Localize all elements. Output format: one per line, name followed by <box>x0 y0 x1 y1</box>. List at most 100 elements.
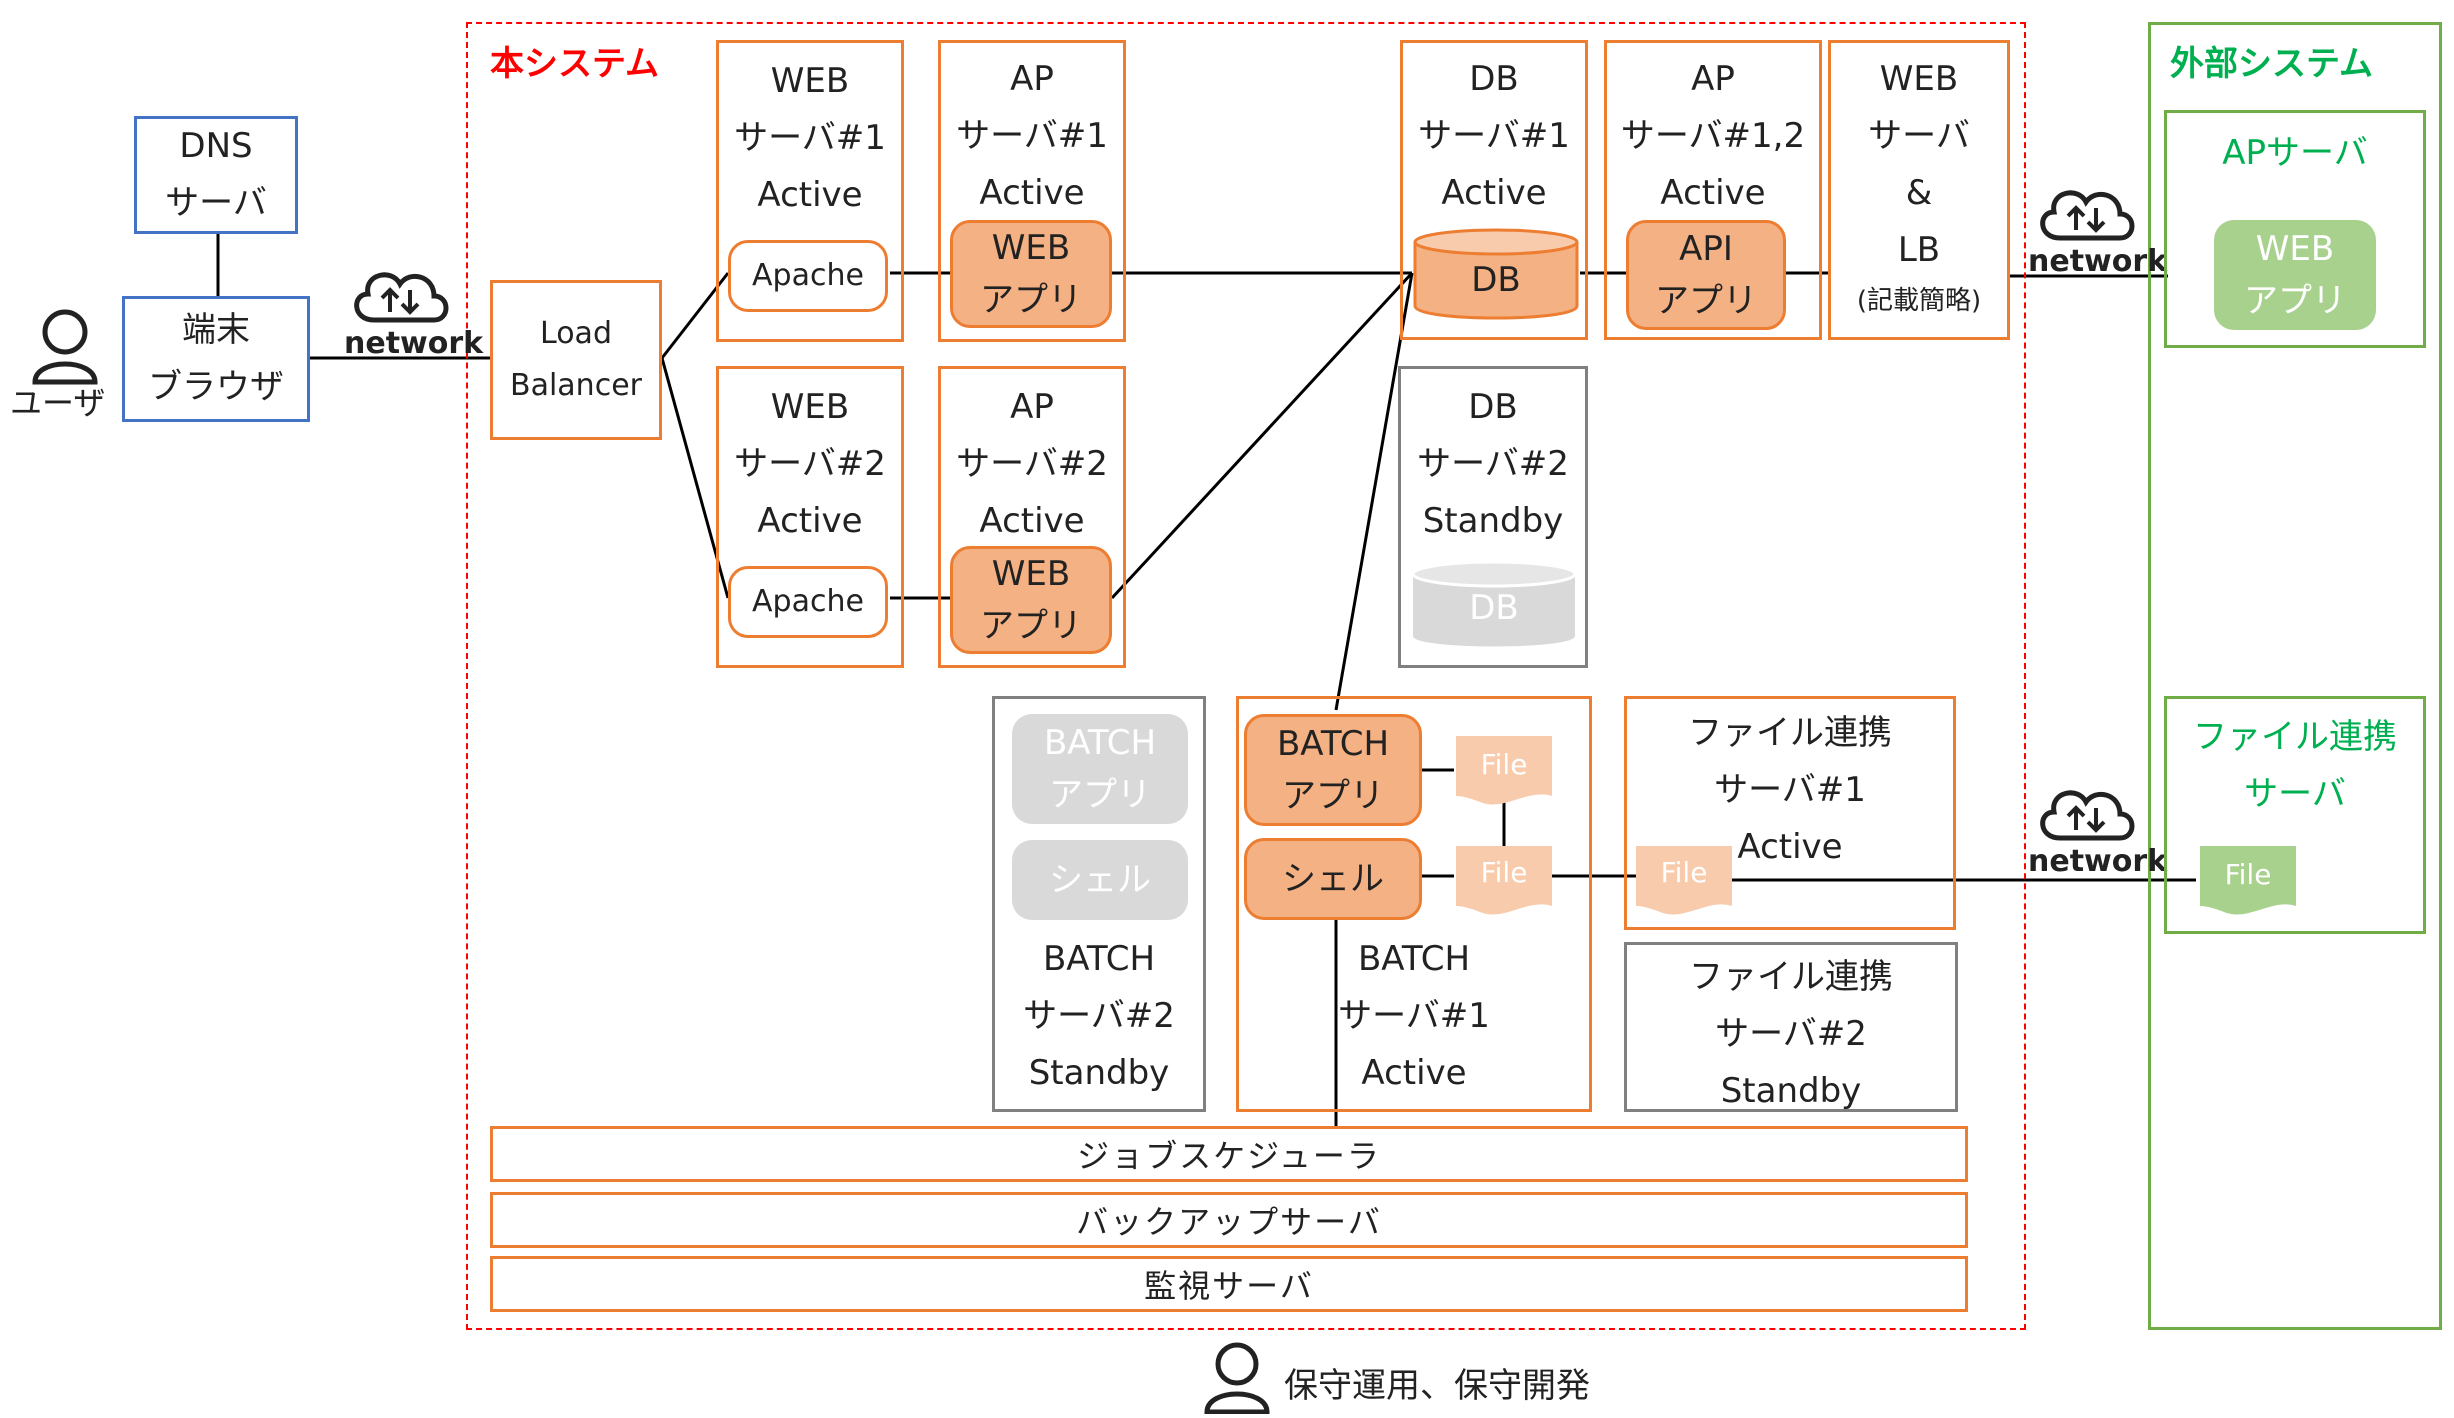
batch2-label-2: サーバ#2 <box>1023 996 1175 1036</box>
dns-label-1: DNS <box>179 126 253 166</box>
dns-label-2: サーバ <box>165 183 267 223</box>
external-system-title: 外部システム <box>2170 44 2373 84</box>
main-system-title: 本システム <box>490 44 659 84</box>
weblb-label-4: LB <box>1897 230 1941 270</box>
apache-2: Apache <box>728 566 888 638</box>
terminal-label-2: ブラウザ <box>148 367 284 407</box>
filelink1-file: File <box>1660 855 1708 889</box>
ap2-label-3: Active <box>979 501 1085 541</box>
external-web-app: WEB アプリ <box>2214 220 2376 330</box>
batch-app-2: BATCH アプリ <box>1012 714 1188 824</box>
ext-filelink-label-1: ファイル連携 <box>2193 717 2397 757</box>
webapp2-label-2: アプリ <box>980 606 1082 646</box>
file-document-icon <box>1456 846 1552 918</box>
batch1-label-3: Active <box>1361 1053 1467 1093</box>
webapp1-label-1: WEB <box>991 228 1071 268</box>
web-lb-server: WEB サーバ & LB (記載簡略) <box>1828 40 2010 340</box>
network-label-2: network <box>2028 244 2168 279</box>
batch-server-1: BATCH サーバ#1 Active <box>1236 696 1592 1112</box>
network-label-1: network <box>344 326 484 361</box>
db2-label-3: Standby <box>1422 501 1564 541</box>
external-file-link-server: ファイル連携 サーバ <box>2164 696 2426 934</box>
api-app: API アプリ <box>1626 220 1786 330</box>
apapi-label-2: サーバ#1,2 <box>1620 116 1806 156</box>
db1-label-3: Active <box>1441 173 1547 213</box>
batch1-label-2: サーバ#1 <box>1338 996 1490 1036</box>
apache2-label: Apache <box>752 584 864 619</box>
terminal-browser: 端末 ブラウザ <box>122 296 310 422</box>
file-document-icon <box>1636 846 1732 918</box>
file-link-server-1: ファイル連携 サーバ#1 Active <box>1624 696 1956 930</box>
web-app-2: WEB アプリ <box>950 546 1112 654</box>
network-label-3: network <box>2028 844 2168 879</box>
user-icon <box>30 306 100 386</box>
filelink1-label-2: サーバ#1 <box>1714 770 1866 810</box>
filelink2-label-2: サーバ#2 <box>1715 1014 1867 1054</box>
batchapp1-label-2: アプリ <box>1282 776 1384 816</box>
file-link-server-2: ファイル連携 サーバ#2 Standby <box>1624 942 1958 1112</box>
batch-db1-line <box>1334 272 1414 711</box>
batchapp2-label-1: BATCH <box>1043 723 1157 763</box>
filelink1-label-1: ファイル連携 <box>1688 713 1892 753</box>
external-system-boundary <box>2148 22 2442 1330</box>
lb-label-1: Load <box>540 316 612 351</box>
maintainer-icon <box>1202 1340 1272 1415</box>
db2-label-1: DB <box>1468 387 1518 427</box>
web2-label-2: サーバ#2 <box>734 444 886 484</box>
ext-filelink-file: File <box>2224 857 2272 891</box>
shell2-label: シェル <box>1049 859 1151 900</box>
cloud-network-icon <box>2032 780 2142 850</box>
cloud-network-icon <box>2032 180 2142 250</box>
ap2-label-2: サーバ#2 <box>956 444 1108 484</box>
file-document-icon <box>2200 846 2296 918</box>
apache1-label: Apache <box>752 258 864 293</box>
apapi-label-3: Active <box>1660 173 1766 213</box>
db-server-2: DB サーバ#2 Standby <box>1398 366 1588 668</box>
weblb-label-3: & <box>1905 173 1933 213</box>
file-document-icon <box>1456 736 1552 808</box>
web2-label-3: Active <box>757 501 863 541</box>
job-scheduler-bar: ジョブスケジューラ <box>490 1126 1968 1182</box>
ap1-label-1: AP <box>1010 59 1054 99</box>
lb-label-2: Balancer <box>510 368 642 403</box>
webapp2-label-1: WEB <box>991 554 1071 594</box>
web1-label-3: Active <box>757 175 863 215</box>
batch-file-b: File <box>1480 855 1528 889</box>
backup-server-bar: バックアップサーバ <box>490 1192 1968 1248</box>
webapp2-db1-line <box>1110 271 1414 600</box>
batchapp1-label-1: BATCH <box>1276 724 1390 764</box>
ap-api-server: AP サーバ#1,2 Active <box>1604 40 1822 340</box>
web-server-1: WEB サーバ#1 Active <box>716 40 904 342</box>
webapp1-label-2: アプリ <box>980 280 1082 320</box>
main-system-boundary <box>466 22 2026 1330</box>
db2-label-2: サーバ#2 <box>1417 444 1569 484</box>
batch2-label-1: BATCH <box>1042 939 1156 979</box>
db1-db-label: DB <box>1471 260 1521 300</box>
database-icon <box>1412 228 1580 322</box>
ap1-label-3: Active <box>979 173 1085 213</box>
shell-2: シェル <box>1012 840 1188 920</box>
shell1-label: シェル <box>1282 858 1384 899</box>
batchapp2-label-2: アプリ <box>1049 775 1151 815</box>
filelink2-label-1: ファイル連携 <box>1689 957 1893 997</box>
weblb-label-2: サーバ <box>1868 116 1970 156</box>
shell-1: シェル <box>1244 838 1422 920</box>
ext-filelink-label-2: サーバ <box>2244 774 2346 814</box>
weblb-label-1: WEB <box>1879 59 1959 99</box>
apache-1: Apache <box>728 240 888 312</box>
web1-label-1: WEB <box>770 61 850 101</box>
batch-app-1: BATCH アプリ <box>1244 714 1422 826</box>
ap2-label-1: AP <box>1010 387 1054 427</box>
maintenance-label: 保守運用、保守開発 <box>1284 1366 1590 1406</box>
dns-server: DNS サーバ <box>134 116 298 234</box>
web-server-2: WEB サーバ#2 Active <box>716 366 904 668</box>
apiapp-label-1: API <box>1679 229 1733 269</box>
db1-label-2: サーバ#1 <box>1418 116 1570 156</box>
apiapp-label-2: アプリ <box>1655 281 1757 321</box>
batch2-label-3: Standby <box>1028 1053 1170 1093</box>
load-balancer: Load Balancer <box>490 280 662 440</box>
external-ap-server: APサーバ <box>2164 110 2426 348</box>
cloud-network-icon <box>346 262 456 332</box>
monitor-server-bar: 監視サーバ <box>490 1256 1968 1312</box>
